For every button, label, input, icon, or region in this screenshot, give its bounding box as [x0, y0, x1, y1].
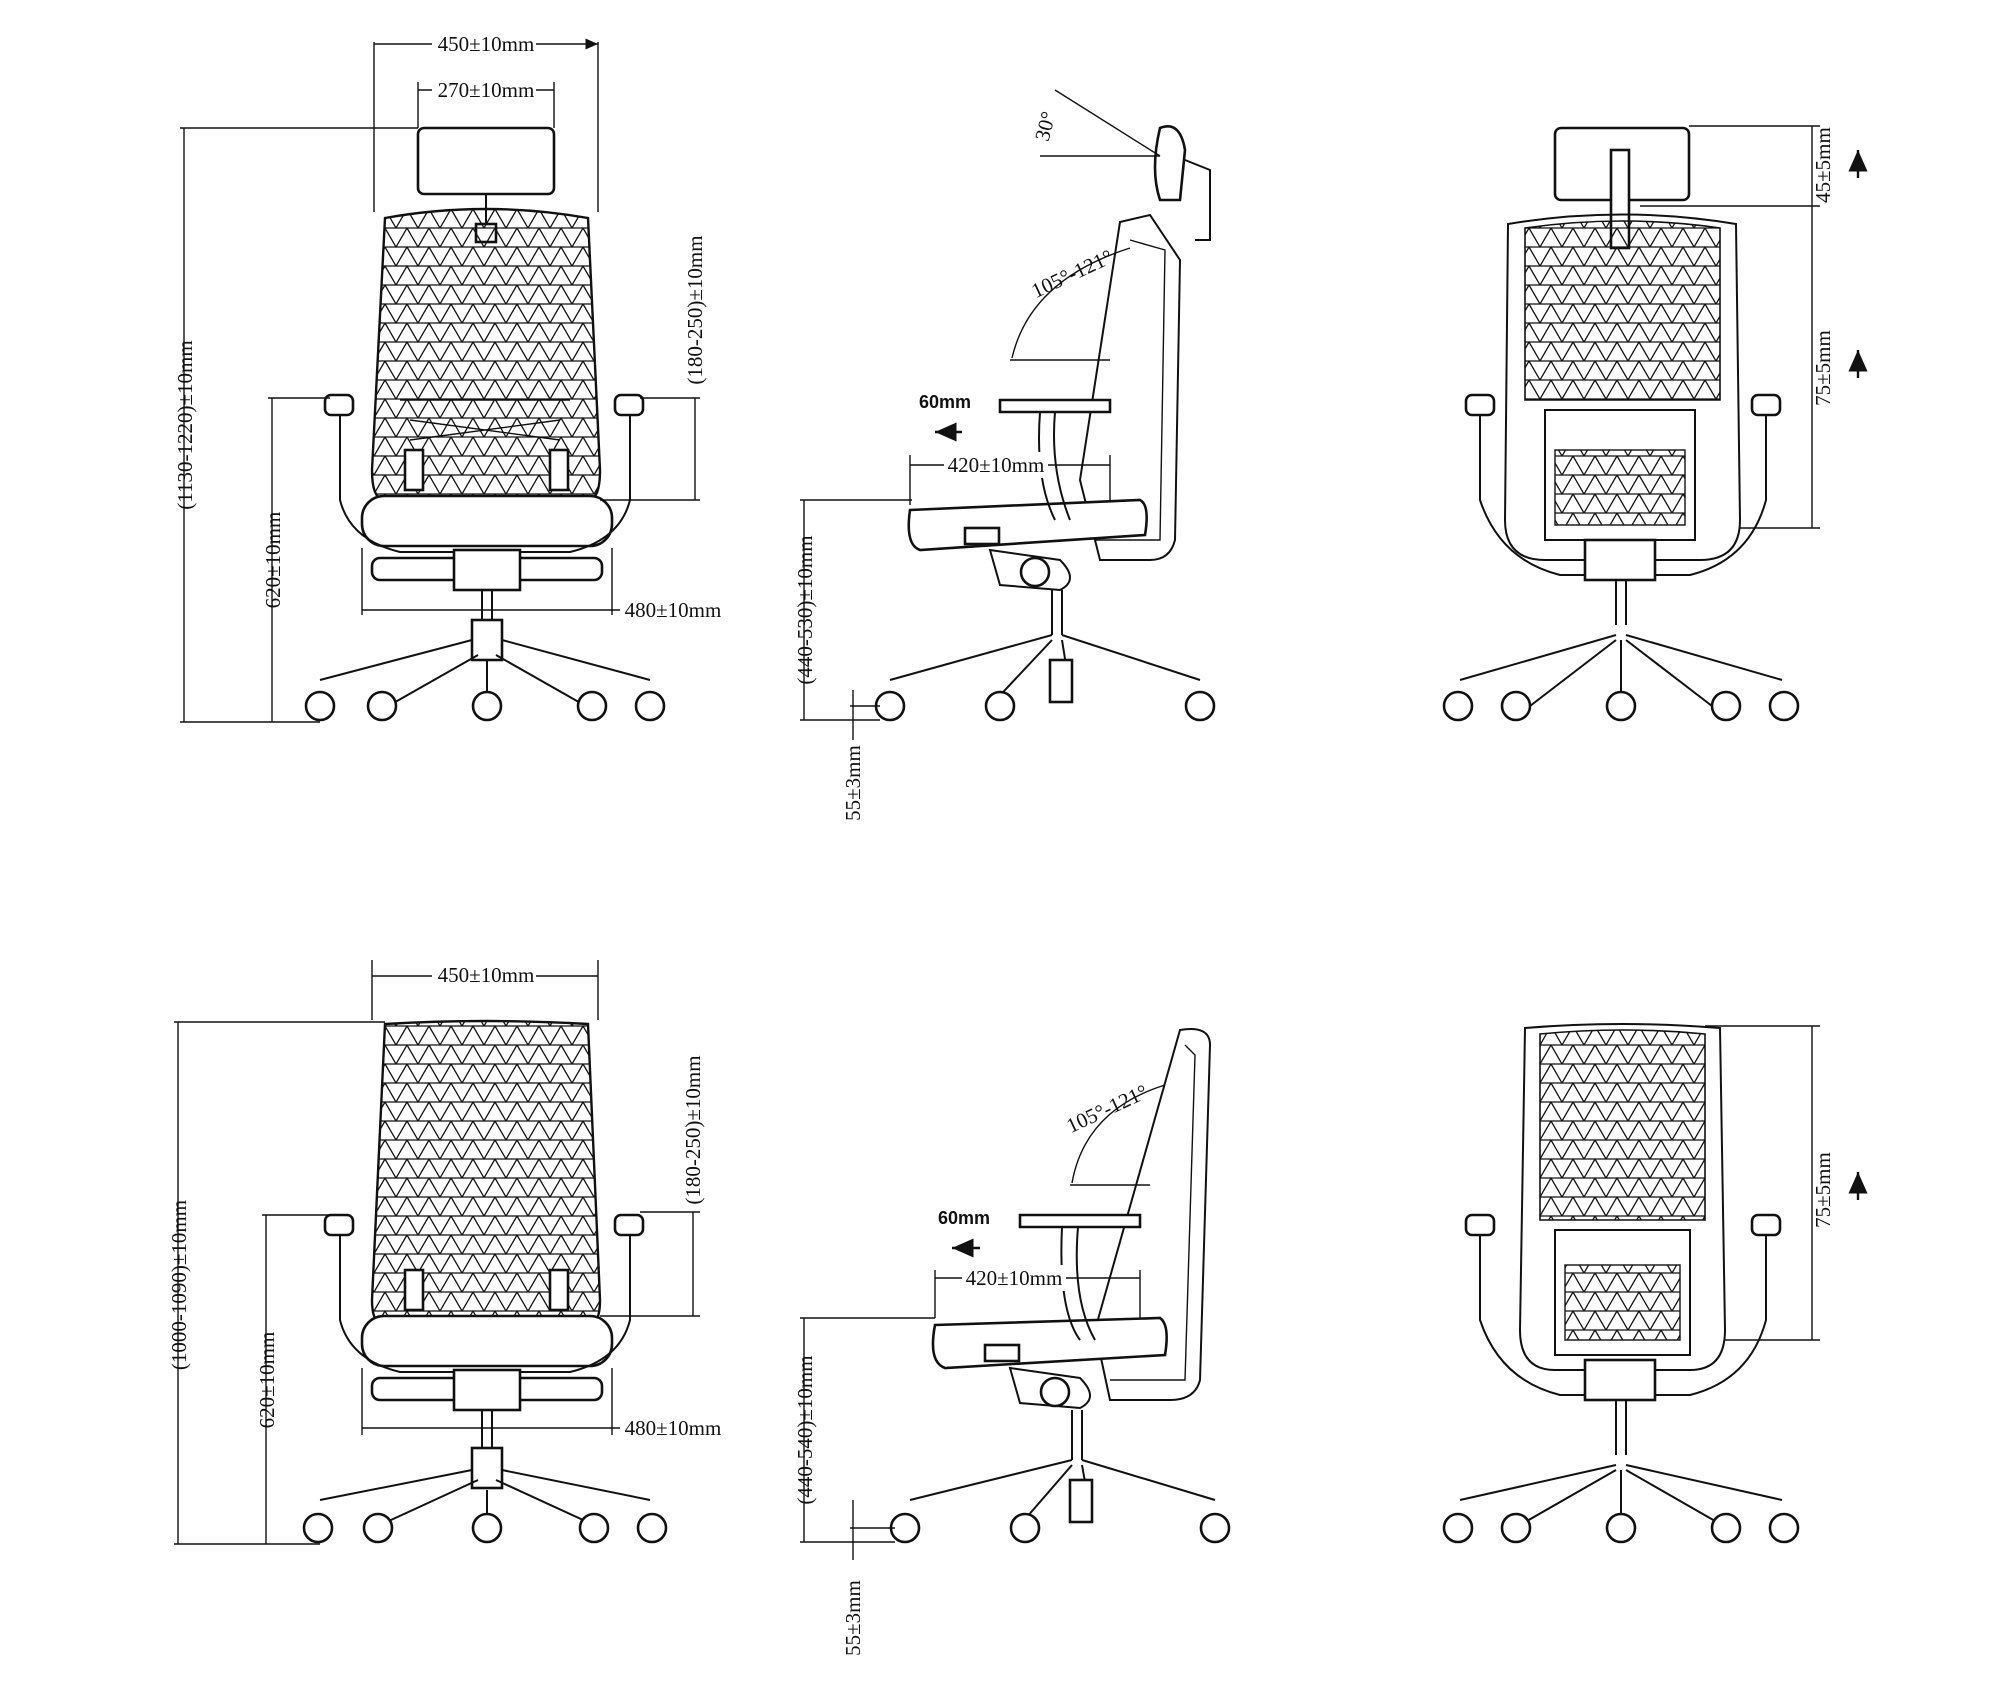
- dim-backrest-adjust-bottom: (180-250)±10mm: [681, 1055, 705, 1204]
- dim-overall-width-top: 450±10mm: [438, 32, 535, 56]
- dim-overall-width-bottom: 450±10mm: [438, 963, 535, 987]
- back-view-midback: [1442, 1023, 1800, 1544]
- casters-back: [1442, 690, 1800, 722]
- dim-seat-height-bottom: (440-540)±10mm: [793, 1355, 817, 1504]
- side-dimensions-midback: 105°-121° 60mm 420±10mm (440-540)±10mm 5…: [793, 1079, 1166, 1656]
- dim-overall-height-top: (1130-1220)±10mm: [173, 340, 197, 509]
- backrest: [370, 207, 602, 502]
- dim-base-width-top: 480±10mm: [625, 598, 722, 622]
- dim-caster-height-bottom: 55±3mm: [841, 1580, 865, 1656]
- seat: [360, 1314, 614, 1368]
- seat-side: [907, 498, 1148, 552]
- headrest-side: [1153, 125, 1187, 202]
- backrest-mesh-back: [1539, 1029, 1706, 1221]
- seat: [360, 494, 614, 548]
- side-view-highback: [874, 125, 1216, 722]
- front-dimensions-midback: 450±10mm (1000-1090)±10mm 620±10mm (180-…: [167, 960, 726, 1545]
- dim-backrest-adjust-top: (180-250)±10mm: [683, 235, 707, 384]
- casters-back: [1442, 1512, 1800, 1544]
- backrest-side: [1093, 1028, 1212, 1401]
- dim-seat-depth-top: 420±10mm: [948, 453, 1045, 477]
- dim-recline-top: 105°-121°: [1028, 244, 1117, 302]
- dim-recline-bottom: 105°-121°: [1063, 1079, 1152, 1137]
- casters-side: [889, 1512, 1231, 1544]
- dim-headrest-width: 270±10mm: [438, 78, 535, 102]
- seat-side: [931, 1316, 1168, 1370]
- backrest-side: [1078, 213, 1182, 561]
- back-dimensions-midback: 75±5mm: [1705, 1025, 1868, 1341]
- dim-arm-slide-bottom: 60mm: [938, 1208, 990, 1228]
- dim-armrest-height-top: 620±10mm: [261, 512, 285, 609]
- dim-seat-height-top: (440-530)±10mm: [793, 535, 817, 684]
- back-dimensions-highback: 45±5mm 75±5mm: [1640, 125, 1868, 529]
- backrest-mesh-back: [1524, 220, 1721, 401]
- front-view-midback: [302, 1019, 668, 1544]
- dim-lumbar-adjust-bottom: 75±5mm: [1811, 1152, 1835, 1228]
- dim-lumbar-adjust-top: 75±5mm: [1811, 330, 1835, 406]
- casters: [302, 1512, 668, 1544]
- front-view-highback: [304, 126, 666, 722]
- dim-overall-height-bottom: (1000-1090)±10mm: [167, 1200, 191, 1370]
- dim-arm-slide-top: 60mm: [919, 392, 971, 412]
- casters-side: [874, 690, 1216, 722]
- dim-seat-depth-bottom: 420±10mm: [966, 1266, 1063, 1290]
- dim-base-width-bottom: 480±10mm: [625, 1416, 722, 1440]
- dim-armrest-height-bottom: 620±10mm: [255, 1332, 279, 1429]
- dim-headrest-adjust: 45±5mm: [1811, 127, 1835, 203]
- headrest: [416, 126, 556, 196]
- side-dimensions-highback: 30° 105°-121° 60mm 420±10mm (440-530)±10…: [793, 89, 1161, 821]
- dim-caster-height-top: 55±3mm: [841, 745, 865, 821]
- casters: [304, 690, 666, 722]
- front-dimensions-highback: 450±10mm 270±10mm (1130-1220)±10mm 620±1…: [173, 32, 726, 723]
- side-view-midback: [889, 1028, 1231, 1544]
- back-view-highback: [1442, 126, 1800, 722]
- dim-headrest-tilt: 30°: [1030, 109, 1061, 144]
